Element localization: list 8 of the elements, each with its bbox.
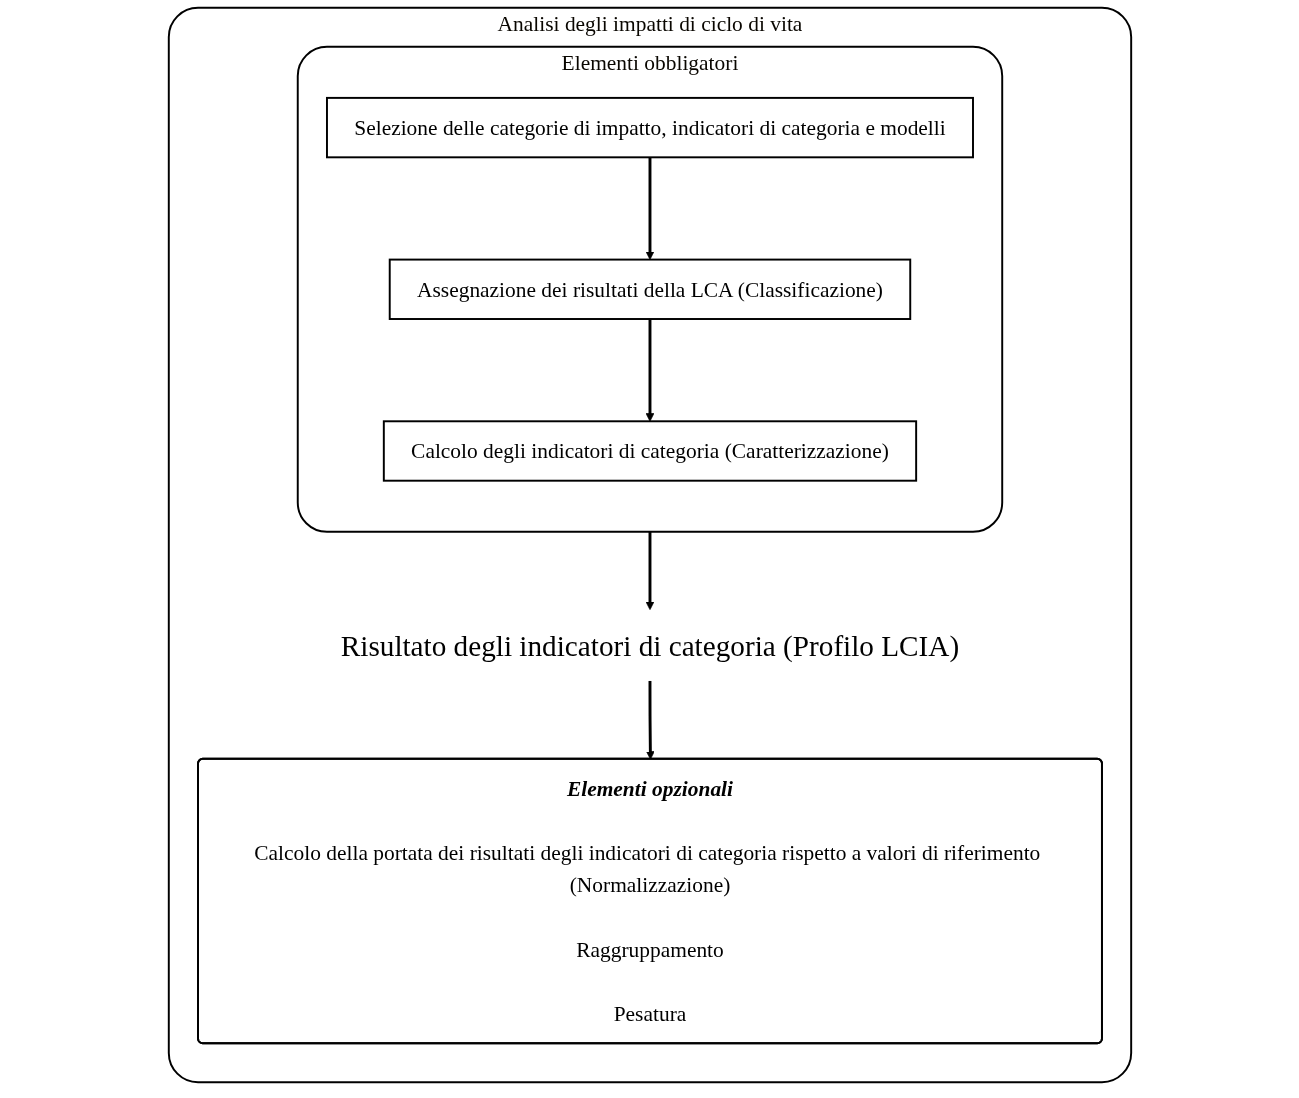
node-box: Assegnazione dei risultati della LCA (Classificazione) [388, 258, 911, 320]
arrow [645, 319, 654, 422]
node-text: Risultato degli indicatori di categoria (Profilo LCIA) [340, 629, 959, 662]
node-box: Calcolo degli indicatori di categoria (Caratterizzazione) [382, 420, 917, 482]
arrow [645, 680, 655, 760]
arrow [645, 531, 654, 611]
arrow [645, 157, 654, 260]
node-box: Selezione delle categorie di impatto, indicatori di categoria e modelli [325, 96, 974, 159]
